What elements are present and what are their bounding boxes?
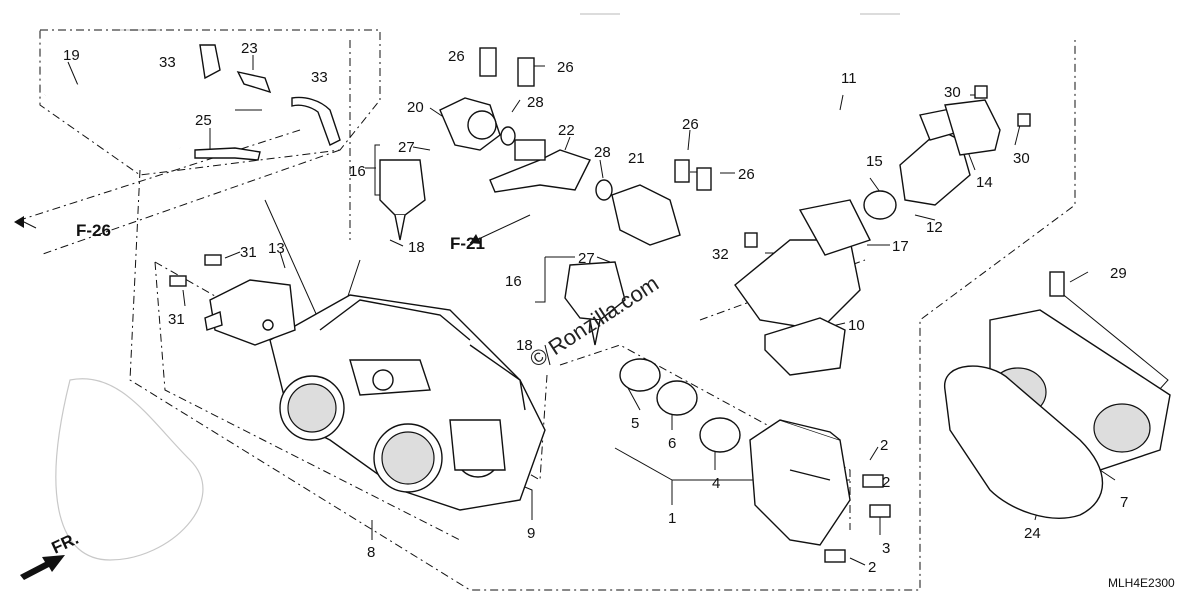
label-1: 1 — [668, 510, 676, 527]
label-6: 6 — [668, 435, 676, 452]
label-16: 16 — [349, 163, 366, 180]
label-28: 28 — [527, 94, 544, 111]
sensor-bracket — [169, 254, 296, 346]
ref-f26: F-26 — [76, 221, 111, 240]
label-29: 29 — [1110, 265, 1127, 282]
label-26: 26 — [557, 59, 574, 76]
label-12: 12 — [926, 219, 943, 236]
label-26: 26 — [682, 116, 699, 133]
label-17: 17 — [892, 238, 909, 255]
label-18: 18 — [408, 239, 425, 256]
label-26: 26 — [448, 48, 465, 65]
label-9: 9 — [527, 525, 535, 542]
label-2: 2 — [882, 474, 890, 491]
front-arrow — [20, 555, 65, 580]
label-4: 4 — [712, 475, 720, 492]
injector-assembly — [379, 47, 712, 346]
throttle-body-assembly — [269, 294, 546, 511]
label-14: 14 — [976, 174, 993, 191]
label-33: 33 — [159, 54, 176, 71]
label-27: 27 — [398, 139, 415, 156]
label-7: 7 — [1120, 494, 1128, 511]
label-3: 3 — [882, 540, 890, 557]
label-2: 2 — [868, 559, 876, 576]
label-2: 2 — [880, 437, 888, 454]
label-27: 27 — [578, 250, 595, 267]
label-26: 26 — [738, 166, 755, 183]
label-31: 31 — [168, 311, 185, 328]
label-20: 20 — [407, 99, 424, 116]
fuel-hose-assembly — [43, 44, 341, 161]
label-13: 13 — [268, 240, 285, 257]
label-16: 16 — [505, 273, 522, 290]
part-labels: 1 2 2 2 3 4 5 6 7 8 9 10 11 12 13 14 15 … — [63, 40, 1128, 576]
label-28: 28 — [594, 144, 611, 161]
diagram-code: MLH4E2300 — [1108, 576, 1175, 590]
label-30: 30 — [1013, 150, 1030, 167]
label-31: 31 — [240, 244, 257, 261]
label-11: 11 — [841, 70, 857, 87]
label-33: 33 — [311, 69, 328, 86]
label-15: 15 — [866, 153, 883, 170]
label-30: 30 — [944, 84, 961, 101]
label-19: 19 — [63, 47, 80, 64]
label-5: 5 — [631, 415, 639, 432]
front-label: FR. — [49, 529, 82, 558]
label-25: 25 — [195, 112, 212, 129]
label-18: 18 — [516, 337, 533, 354]
reference-arrows — [14, 214, 531, 244]
seals — [619, 358, 741, 453]
throttle-cover — [944, 271, 1171, 519]
label-21: 21 — [628, 150, 645, 167]
iacv-assembly — [734, 85, 1031, 376]
label-10: 10 — [848, 317, 865, 334]
control-module — [749, 419, 891, 563]
label-8: 8 — [367, 544, 375, 561]
label-22: 22 — [558, 122, 575, 139]
ref-f21: F-21 — [450, 234, 485, 253]
label-32: 32 — [712, 246, 729, 263]
label-24: 24 — [1024, 525, 1041, 542]
label-23: 23 — [241, 40, 258, 57]
group-outlines — [19, 29, 1076, 591]
